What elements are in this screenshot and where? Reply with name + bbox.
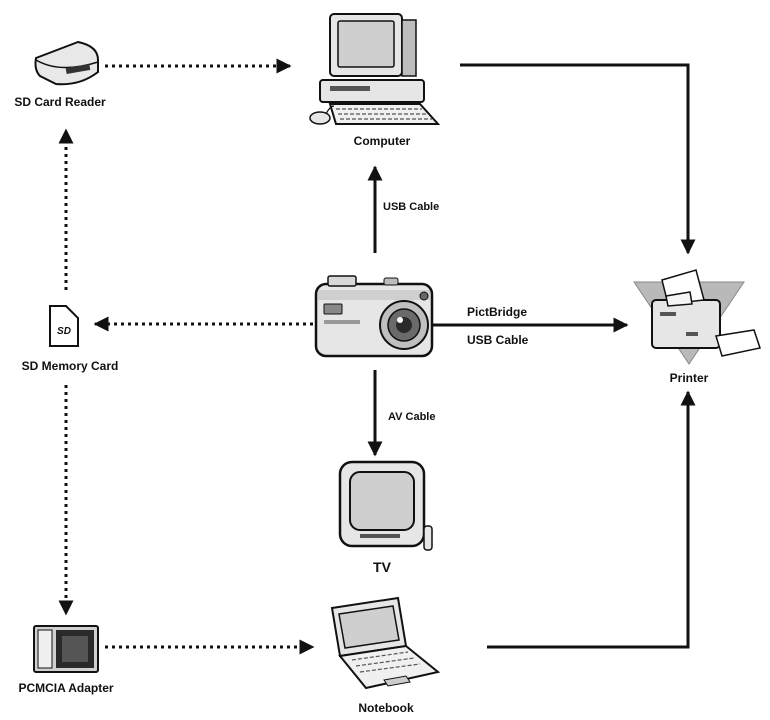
pictbridge-label: PictBridge: [467, 305, 527, 319]
notebook-icon: [330, 596, 441, 690]
pcmcia-adapter-label: PCMCIA Adapter: [18, 681, 113, 695]
sd-logo-text: SD: [57, 326, 71, 337]
notebook-label: Notebook: [358, 701, 414, 715]
sd-card-reader-icon: [34, 40, 99, 86]
usb-cable-computer-label: USB Cable: [383, 201, 439, 213]
usb-cable-printer-label: USB Cable: [467, 333, 529, 347]
pcmcia-adapter-icon: [33, 625, 99, 673]
printer-label: Printer: [670, 371, 709, 385]
connector-notebook-to-printer: [487, 390, 696, 649]
sd-card-reader-label: SD Card Reader: [14, 95, 106, 109]
printer-icon: [633, 269, 761, 365]
tv-label: TV: [373, 559, 392, 575]
sd-memory-card-label: SD Memory Card: [22, 359, 119, 373]
computer-label: Computer: [354, 134, 411, 148]
computer-icon: [309, 13, 441, 125]
connector-computer-to-printer: [460, 63, 696, 255]
camera-icon: [314, 275, 434, 358]
tv-icon: [338, 460, 433, 551]
av-cable-label: AV Cable: [388, 411, 435, 423]
sd-memory-card-icon: SD: [49, 305, 79, 347]
